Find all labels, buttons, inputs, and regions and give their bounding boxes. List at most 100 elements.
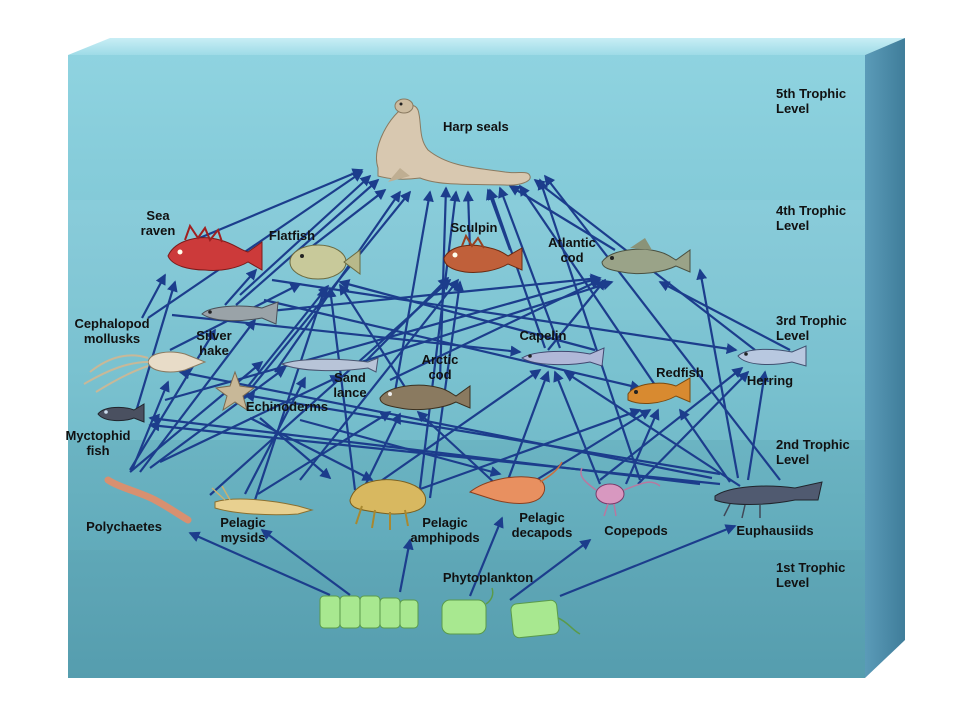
- feeding-arrow: [263, 298, 642, 392]
- feeding-arrow: [553, 370, 602, 485]
- starfish-icon: [214, 370, 256, 412]
- feeding-arrow: [133, 280, 178, 416]
- feeding-arrows: [129, 168, 791, 601]
- herring-fish-icon: [737, 345, 807, 367]
- feeding-arrow: [224, 268, 258, 306]
- phytoplankton-cells-icon: [319, 587, 581, 639]
- feeding-arrow: [696, 268, 740, 479]
- label-flatfish: Flatfish: [269, 228, 315, 243]
- sand-lance-fish-icon: [280, 357, 379, 373]
- feeding-arrow: [398, 538, 414, 593]
- label-capelin: Capelin: [520, 328, 567, 343]
- feeding-arrow: [509, 539, 592, 601]
- feeding-arrow: [519, 409, 652, 491]
- label-echinoderms: Echinoderms: [246, 399, 328, 414]
- hake-fish-icon: [201, 301, 279, 325]
- feeding-arrow: [209, 278, 452, 496]
- capelin-fish-icon: [521, 347, 605, 367]
- feeding-arrow: [486, 188, 512, 251]
- feeding-arrow: [243, 391, 721, 476]
- feeding-arrow: [299, 418, 502, 477]
- amphipod-icon: [349, 479, 427, 530]
- label-herring: Herring: [747, 373, 793, 388]
- label-euphausiids: Euphausiids: [736, 523, 813, 538]
- myctophid-fish-icon: [97, 403, 145, 423]
- feeding-arrow: [468, 516, 504, 597]
- feeding-arrow: [658, 281, 791, 351]
- cod-fish-icon: [601, 238, 691, 275]
- label-polychaetes: Polychaetes: [86, 519, 162, 534]
- feeding-arrow: [299, 278, 460, 481]
- label-redfish: Redfish: [656, 365, 704, 380]
- flatfish-icon: [289, 244, 361, 280]
- feeding-arrow: [637, 370, 750, 485]
- arctic-cod-fish-icon: [379, 384, 471, 411]
- feeding-arrow: [487, 188, 547, 349]
- feeding-arrow: [139, 318, 256, 473]
- sea-raven-fish-icon: [167, 223, 263, 271]
- feeding-arrow: [559, 524, 737, 598]
- water-front-face: [68, 55, 865, 678]
- feeding-arrow: [129, 328, 216, 471]
- feeding-arrow: [235, 178, 380, 306]
- label-copepods: Copepods: [604, 523, 668, 538]
- feeding-arrow: [259, 273, 602, 314]
- feeding-arrow: [149, 367, 287, 469]
- feeding-arrow: [148, 413, 701, 486]
- water-side-face: [865, 38, 905, 678]
- redfish-icon: [627, 377, 691, 404]
- feeding-arrow: [271, 278, 738, 355]
- feeding-arrow: [547, 278, 607, 351]
- label-phytoplankton: Phytoplankton: [443, 570, 533, 585]
- feeding-arrow: [503, 370, 550, 489]
- feeding-arrow: [746, 370, 769, 481]
- feeding-arrow: [141, 273, 166, 319]
- sculpin-fish-icon: [443, 233, 523, 273]
- feeding-arrow: [188, 531, 331, 597]
- decapod-shrimp-icon: [468, 461, 563, 504]
- label-harp-seals: Harp seals: [443, 119, 509, 134]
- feeding-arrow: [389, 279, 602, 381]
- feeding-arrow: [309, 188, 387, 249]
- copepod-icon: [580, 467, 661, 517]
- label-sculpin: Sculpin: [451, 220, 498, 235]
- feeding-arrow: [129, 360, 264, 473]
- seal-icon: [376, 98, 531, 186]
- feeding-arrow: [260, 529, 351, 596]
- feeding-arrow: [416, 410, 501, 489]
- krill-icon: [714, 481, 823, 519]
- feeding-arrow: [679, 408, 731, 483]
- feeding-arrow: [393, 190, 434, 393]
- mysid-shrimp-icon: [211, 485, 314, 516]
- water-top-face: [68, 38, 905, 55]
- feeding-arrow: [249, 417, 374, 481]
- feeding-arrow: [239, 174, 372, 296]
- feeding-arrow: [257, 411, 392, 495]
- feeding-arrow: [537, 178, 642, 481]
- feeding-arrow: [411, 407, 642, 494]
- feeding-arrow: [147, 171, 364, 319]
- feeding-arrow: [543, 174, 781, 481]
- feeding-arrow: [563, 371, 741, 487]
- feeding-arrow: [325, 286, 357, 491]
- worm-icon: [104, 476, 192, 524]
- squid-icon: [83, 351, 207, 393]
